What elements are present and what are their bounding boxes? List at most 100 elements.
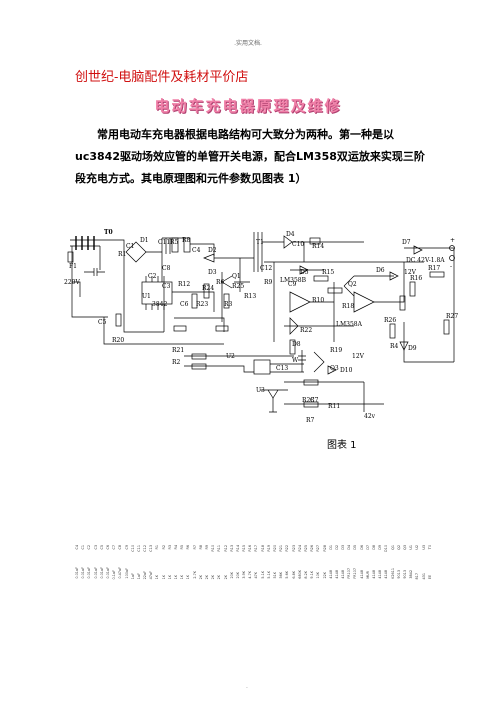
label-r8: R8 <box>182 237 191 244</box>
label-r22: R22 <box>300 327 312 334</box>
part-name: R26 <box>310 545 315 552</box>
part-value: 0.01uF <box>99 567 104 579</box>
part-name: U1 <box>409 545 414 550</box>
part-name: R2 <box>161 545 166 550</box>
label-c10: C10 <box>292 241 304 248</box>
part-value: 0.01uF <box>93 567 98 579</box>
part-name: D9 <box>378 545 383 550</box>
label-r27: R27 <box>446 313 458 320</box>
part-value: 2K <box>211 574 216 579</box>
part-value: MUR <box>365 571 370 579</box>
label-r12: R12 <box>178 281 190 288</box>
label-f1: F1 <box>69 263 77 270</box>
label-dc-output: DC 42V-1.8A <box>406 257 445 264</box>
part-name: D10 <box>384 545 389 552</box>
label-u1: U1 <box>142 293 151 300</box>
label-d4: D4 <box>286 231 295 238</box>
part-name: D8 <box>372 545 376 550</box>
part-name: R22 <box>285 545 290 552</box>
part-value: 5.6K <box>285 571 290 579</box>
parts-list-column: U3 431 <box>421 545 427 579</box>
label-d2: D2 <box>208 247 217 254</box>
label-u3: U3 <box>256 387 265 394</box>
label-c7: C7 <box>310 397 319 404</box>
part-name: T0 <box>427 545 432 550</box>
part-name: R27 <box>316 545 321 552</box>
parts-list-column: C3 0.01uF <box>93 545 99 579</box>
label-r3: R3 <box>224 301 233 308</box>
part-value: 9013 <box>396 570 401 579</box>
label-c13: C13 <box>276 365 288 372</box>
part-name: C13 <box>149 545 154 552</box>
circuit-diagram: T0 F1 220V D1 C1 C11 R5 R8 C4 D2 D3 C8 C… <box>64 229 458 424</box>
label-3842: 3842 <box>152 301 167 308</box>
part-name: R21 <box>279 545 284 552</box>
part-name: R6 <box>186 545 191 550</box>
part-name: C7 <box>112 545 117 550</box>
label-d10: D10 <box>340 367 353 374</box>
label-d6: D6 <box>376 267 385 274</box>
part-value: 0.01uF <box>87 567 92 579</box>
label-q1: Q1 <box>232 273 241 280</box>
part-value: K2611 <box>390 568 395 579</box>
label-r16: R16 <box>410 275 422 282</box>
part-value: FR107 <box>353 568 358 579</box>
label-t1: T1 <box>256 239 264 246</box>
part-value: 431 <box>421 572 426 579</box>
part-name: U3 <box>421 545 426 550</box>
part-name: C6 <box>105 545 110 550</box>
part-value: 8.2K <box>303 571 308 579</box>
label-r7: R7 <box>306 417 315 424</box>
part-value: 6.8K <box>291 571 296 579</box>
parts-list-column: R22 5.6K <box>285 545 290 579</box>
label-q2: Q2 <box>348 281 357 288</box>
part-value: 3842 <box>409 570 414 579</box>
part-name: R3 <box>167 545 172 550</box>
part-value: 1uF <box>136 572 141 579</box>
label-r26: R26 <box>384 317 396 324</box>
intro-paragraph: 常用电动车充电器根据电路结构可大致分为两种。第一种是以uc3842驱动场效应管的… <box>75 128 425 185</box>
circuit-wires <box>67 232 455 413</box>
part-name: D4 <box>347 545 352 550</box>
part-name: D7 <box>365 545 370 550</box>
part-name: R16 <box>248 545 253 552</box>
part-value: 3.9K <box>242 571 247 579</box>
label-r18: R18 <box>342 303 354 310</box>
part-name: R11 <box>217 545 222 552</box>
footer-dot: . <box>246 683 248 690</box>
part-name: R19 <box>266 545 271 552</box>
part-name: C4 <box>75 545 79 550</box>
part-name: Q1 <box>390 545 395 550</box>
label-r10: R10 <box>312 297 324 304</box>
part-name: C3 <box>93 545 98 550</box>
part-name: D1 <box>328 545 333 550</box>
label-c5: C5 <box>98 319 107 326</box>
part-value: 2K <box>223 574 228 579</box>
label-r15: R15 <box>322 269 334 276</box>
